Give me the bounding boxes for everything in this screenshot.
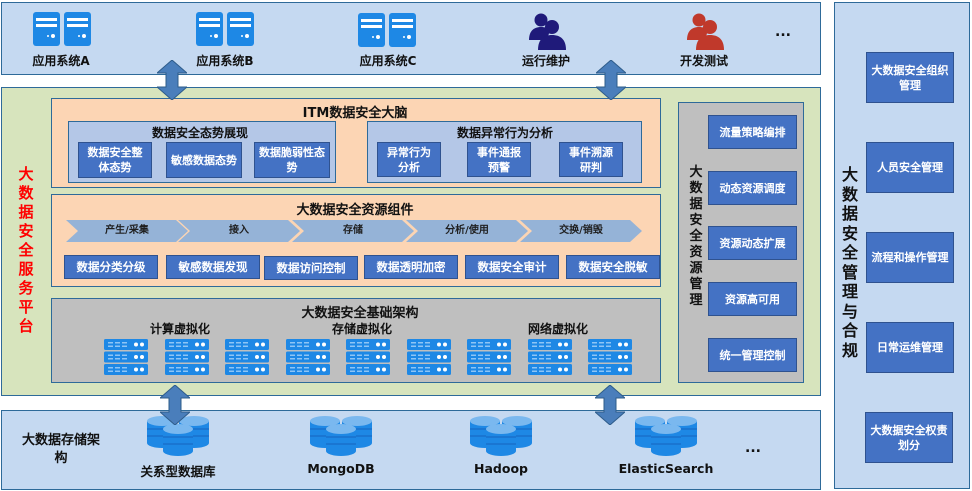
- anomaly-item-alert[interactable]: 事件通报预警: [467, 142, 531, 177]
- database-icon: [635, 416, 697, 456]
- group-compute: 计算虚拟化: [149, 322, 210, 336]
- server-icon: [196, 12, 254, 46]
- app-system-b-label: 应用系统B: [196, 54, 254, 68]
- lifecycle-step-exchange: 交换/销毁: [520, 220, 642, 242]
- resource-mgmt-dynamic-scaling[interactable]: 资源动态扩展: [708, 226, 797, 260]
- users-icon: [529, 13, 566, 50]
- component-transparent-encryption[interactable]: 数据透明加密: [364, 255, 458, 279]
- situation-title: 数据安全态势展现: [151, 126, 248, 140]
- infrastructure-title: 大数据安全基础架构: [301, 306, 419, 321]
- server-icon: [358, 13, 416, 47]
- resource-mgmt-high-availability[interactable]: 资源高可用: [708, 282, 797, 316]
- database-label: ElasticSearch: [618, 461, 714, 476]
- server-rack-icon: [588, 339, 632, 381]
- governance-responsibility[interactable]: 大数据安全权责划分: [865, 412, 953, 463]
- server-rack-icon: [165, 339, 209, 381]
- database-item[interactable]: Hadoop: [465, 415, 545, 485]
- component-data-masking[interactable]: 数据安全脱敏: [566, 255, 660, 279]
- resource-mgmt-dynamic-scheduling[interactable]: 动态资源调度: [708, 171, 797, 205]
- governance-daily-ops[interactable]: 日常运维管理: [866, 322, 954, 373]
- situation-item-overall[interactable]: 数据安全整体态势: [78, 142, 152, 178]
- resource-mgmt-unified-control[interactable]: 统一管理控制: [708, 338, 797, 372]
- database-icon: [470, 416, 532, 456]
- database-item[interactable]: 关系型数据库: [140, 415, 222, 485]
- governance-personnel[interactable]: 人员安全管理: [866, 142, 954, 193]
- ops-maintenance[interactable]: 运行维护: [510, 12, 580, 72]
- database-label: Hadoop: [474, 461, 528, 476]
- app-system-b[interactable]: 应用系统B: [193, 12, 263, 72]
- database-label: 关系型数据库: [140, 464, 216, 479]
- component-sensitive-discovery[interactable]: 敏感数据发现: [166, 255, 260, 279]
- situation-item-vulnerability[interactable]: 数据脆弱性态势: [254, 142, 330, 178]
- server-rack-icon: [467, 339, 511, 381]
- server-rack-icon: [346, 339, 390, 381]
- governance-organization[interactable]: 大数据安全组织管理: [866, 52, 954, 103]
- users-icon: [687, 13, 724, 50]
- governance-title: 大数据安全管理与合规: [841, 165, 858, 360]
- server-rack-icon: [286, 339, 330, 381]
- lifecycle-step-generate: 产生/采集: [66, 220, 188, 242]
- app-system-c[interactable]: 应用系统C: [356, 12, 426, 72]
- brain-title: ITM数据安全大脑: [302, 106, 408, 121]
- database-item[interactable]: ElasticSearch: [619, 415, 713, 485]
- governance-process[interactable]: 流程和操作管理: [866, 232, 954, 283]
- lifecycle-step-store: 存储: [292, 220, 414, 242]
- server-rack-icon: [528, 339, 572, 381]
- group-network: 网络虚拟化: [527, 322, 588, 336]
- ops-maintenance-label: 运行维护: [521, 54, 570, 68]
- database-label: MongoDB: [307, 461, 375, 476]
- top-ellipsis: ...: [775, 24, 791, 40]
- resource-mgmt-traffic-orchestration[interactable]: 流量策略编排: [708, 115, 797, 149]
- resources-title: 大数据安全资源组件: [296, 203, 414, 218]
- arrow-apps-platform-left: [157, 60, 187, 100]
- arrow-apps-platform-right: [596, 60, 626, 100]
- app-system-a[interactable]: 应用系统A: [30, 12, 100, 72]
- storage-title: 大数据存储架构: [21, 433, 100, 466]
- app-system-c-label: 应用系统C: [359, 54, 417, 68]
- platform-title: 大数据安全服务平台: [18, 165, 34, 335]
- situation-item-sensitive[interactable]: 敏感数据态势: [166, 142, 242, 178]
- anomaly-item-behavior[interactable]: 异常行为分析: [377, 142, 441, 177]
- server-rack-icon: [407, 339, 451, 381]
- lifecycle-step-analyze: 分析/使用: [406, 220, 528, 242]
- group-storage: 存储虚拟化: [331, 322, 392, 336]
- component-security-audit[interactable]: 数据安全审计: [465, 255, 559, 279]
- database-item[interactable]: MongoDB: [305, 415, 385, 485]
- dev-testing-label: 开发测试: [679, 54, 728, 68]
- lifecycle-step-ingest: 接入: [178, 220, 300, 242]
- server-rack-icon: [104, 339, 148, 381]
- server-rack-icon: [225, 339, 269, 381]
- component-classification[interactable]: 数据分类分级: [64, 255, 158, 279]
- database-icon: [310, 416, 372, 456]
- anomaly-title: 数据异常行为分析: [456, 126, 553, 140]
- server-icon: [33, 12, 91, 46]
- arrow-platform-storage-left: [160, 385, 190, 425]
- app-system-a-label: 应用系统A: [32, 54, 90, 68]
- anomaly-item-trace[interactable]: 事件溯源研判: [559, 142, 623, 177]
- dev-testing[interactable]: 开发测试: [672, 12, 742, 72]
- arrow-platform-storage-right: [595, 385, 625, 425]
- resource-mgmt-title-text: 大数据安全资源管理: [689, 165, 703, 308]
- component-access-control[interactable]: 数据访问控制: [264, 256, 358, 280]
- storage-ellipsis: ...: [745, 440, 761, 456]
